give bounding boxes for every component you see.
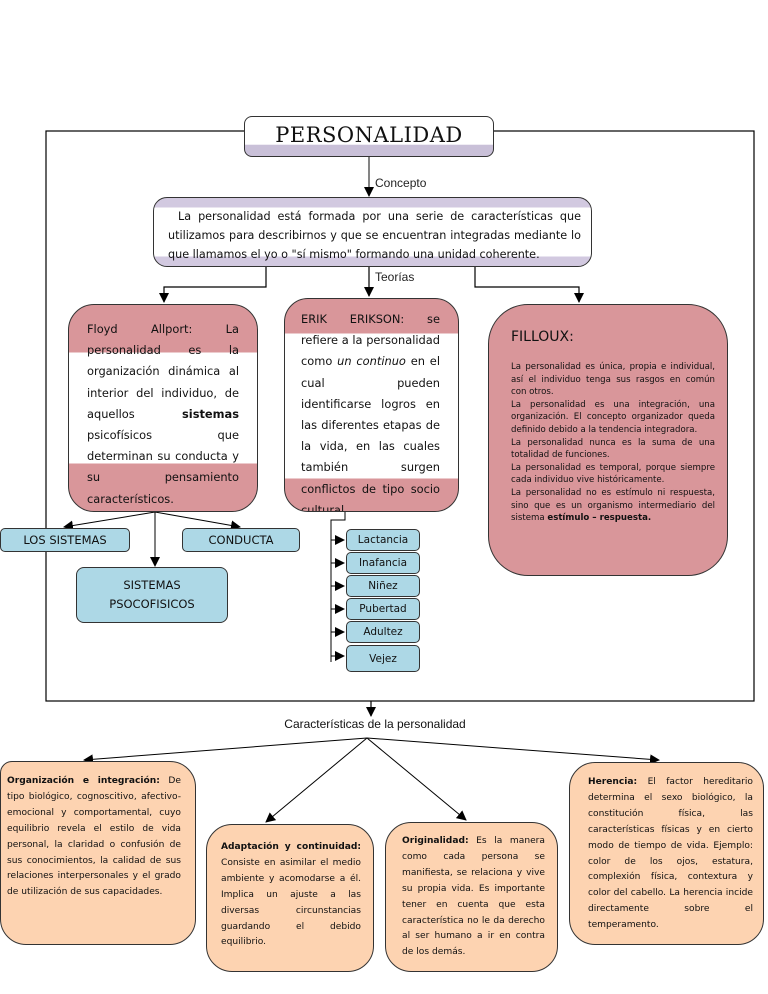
theories-label: Teorías (374, 270, 416, 284)
filloux-box: FILLOUX: La personalidad es única, propi… (488, 304, 728, 576)
stage-box-ninez: Niñez (346, 575, 420, 597)
allport-text-after: psicofísicos que determinan su conducta … (87, 428, 239, 506)
adaptation-text: Consiste en asimilar el medio ambiente y… (221, 857, 361, 948)
concept-text: La personalidad está formada por una ser… (168, 210, 581, 261)
stage-box-pubertad: Pubertad (346, 598, 420, 620)
allport-text: Floyd Allport: La personalidad es la org… (87, 322, 239, 421)
stage-box-adultez: Adultez (346, 621, 420, 643)
filloux-paragraph: La personalidad es temporal, porque siem… (511, 462, 715, 486)
concept-label: Concepto (375, 176, 427, 190)
allport-bold-text: sistemas (182, 406, 239, 421)
characteristics-label: Características de la personalidad (284, 717, 466, 731)
filloux-paragraph: La personalidad es una integración, una … (511, 399, 715, 435)
filloux-bold-text: estímulo – respuesta. (547, 513, 652, 524)
arrow-char-organization (83, 737, 368, 765)
title-box: PERSONALIDAD (244, 116, 494, 157)
stage-box-vejez: Vejez (346, 645, 420, 672)
adaptation-title: Adaptación y continuidad: (221, 842, 361, 852)
arrow-char-originality (366, 737, 467, 821)
adaptation-box: Adaptación y continuidad: Consiste en as… (206, 824, 374, 972)
filloux-paragraph: La personalidad nunca es la suma de una … (511, 437, 715, 461)
concept-box: La personalidad está formada por una ser… (153, 197, 592, 267)
organization-title: Organización e integración: (7, 776, 160, 786)
erikson-text: ERIK ERIKSON: se refiere a la personalid… (301, 312, 440, 369)
filloux-paragraph: La personalidad no es estímulo ni respue… (511, 487, 715, 524)
arrow-char-adaptation (265, 737, 368, 823)
organization-box: Organización e integración: De tipo biol… (0, 761, 196, 945)
originality-text: Es la manera como cada persona se manifi… (402, 836, 545, 958)
arrow-allport-conduct (154, 511, 241, 531)
filloux-text: La personalidad es única, propia e indiv… (511, 361, 715, 525)
arrow-char-heredity (366, 737, 660, 765)
originality-title: Originalidad: (402, 836, 469, 846)
page-title: PERSONALIDAD (275, 123, 463, 147)
erikson-italic-text: un continuo (337, 354, 406, 369)
arrow-concept-filloux (474, 267, 584, 303)
erikson-box: ERIK ERIKSON: se refiere a la personalid… (284, 298, 459, 512)
systems-box: LOS SISTEMAS (0, 528, 130, 552)
allport-box: Floyd Allport: La personalidad es la org… (68, 304, 258, 512)
filloux-paragraph: La personalidad es única, propia e indiv… (511, 362, 715, 398)
arrow-allport-systems (63, 511, 156, 531)
erikson-stage-bus (330, 512, 346, 662)
psychophysical-systems-box: SISTEMAS PSOCOFISICOS (76, 567, 228, 623)
erikson-text-after: en el cual pueden identificarse logros e… (301, 354, 440, 512)
filloux-title: FILLOUX: (511, 329, 574, 345)
arrow-concept-allport (159, 267, 267, 303)
stage-box-lactancia: Lactancia (346, 529, 420, 551)
conduct-box: CONDUCTA (182, 528, 300, 552)
organization-text: De tipo biológico, cognoscitivo, afectiv… (7, 776, 181, 898)
heredity-title: Herencia: (588, 777, 638, 787)
stage-arrows (331, 535, 345, 661)
heredity-text: El factor hereditario determina el sexo … (588, 777, 753, 931)
heredity-box: Herencia: El factor hereditario determin… (569, 762, 764, 945)
stage-box-infancia: Inafancia (346, 552, 420, 574)
originality-box: Originalidad: Es la manera como cada per… (385, 822, 558, 972)
